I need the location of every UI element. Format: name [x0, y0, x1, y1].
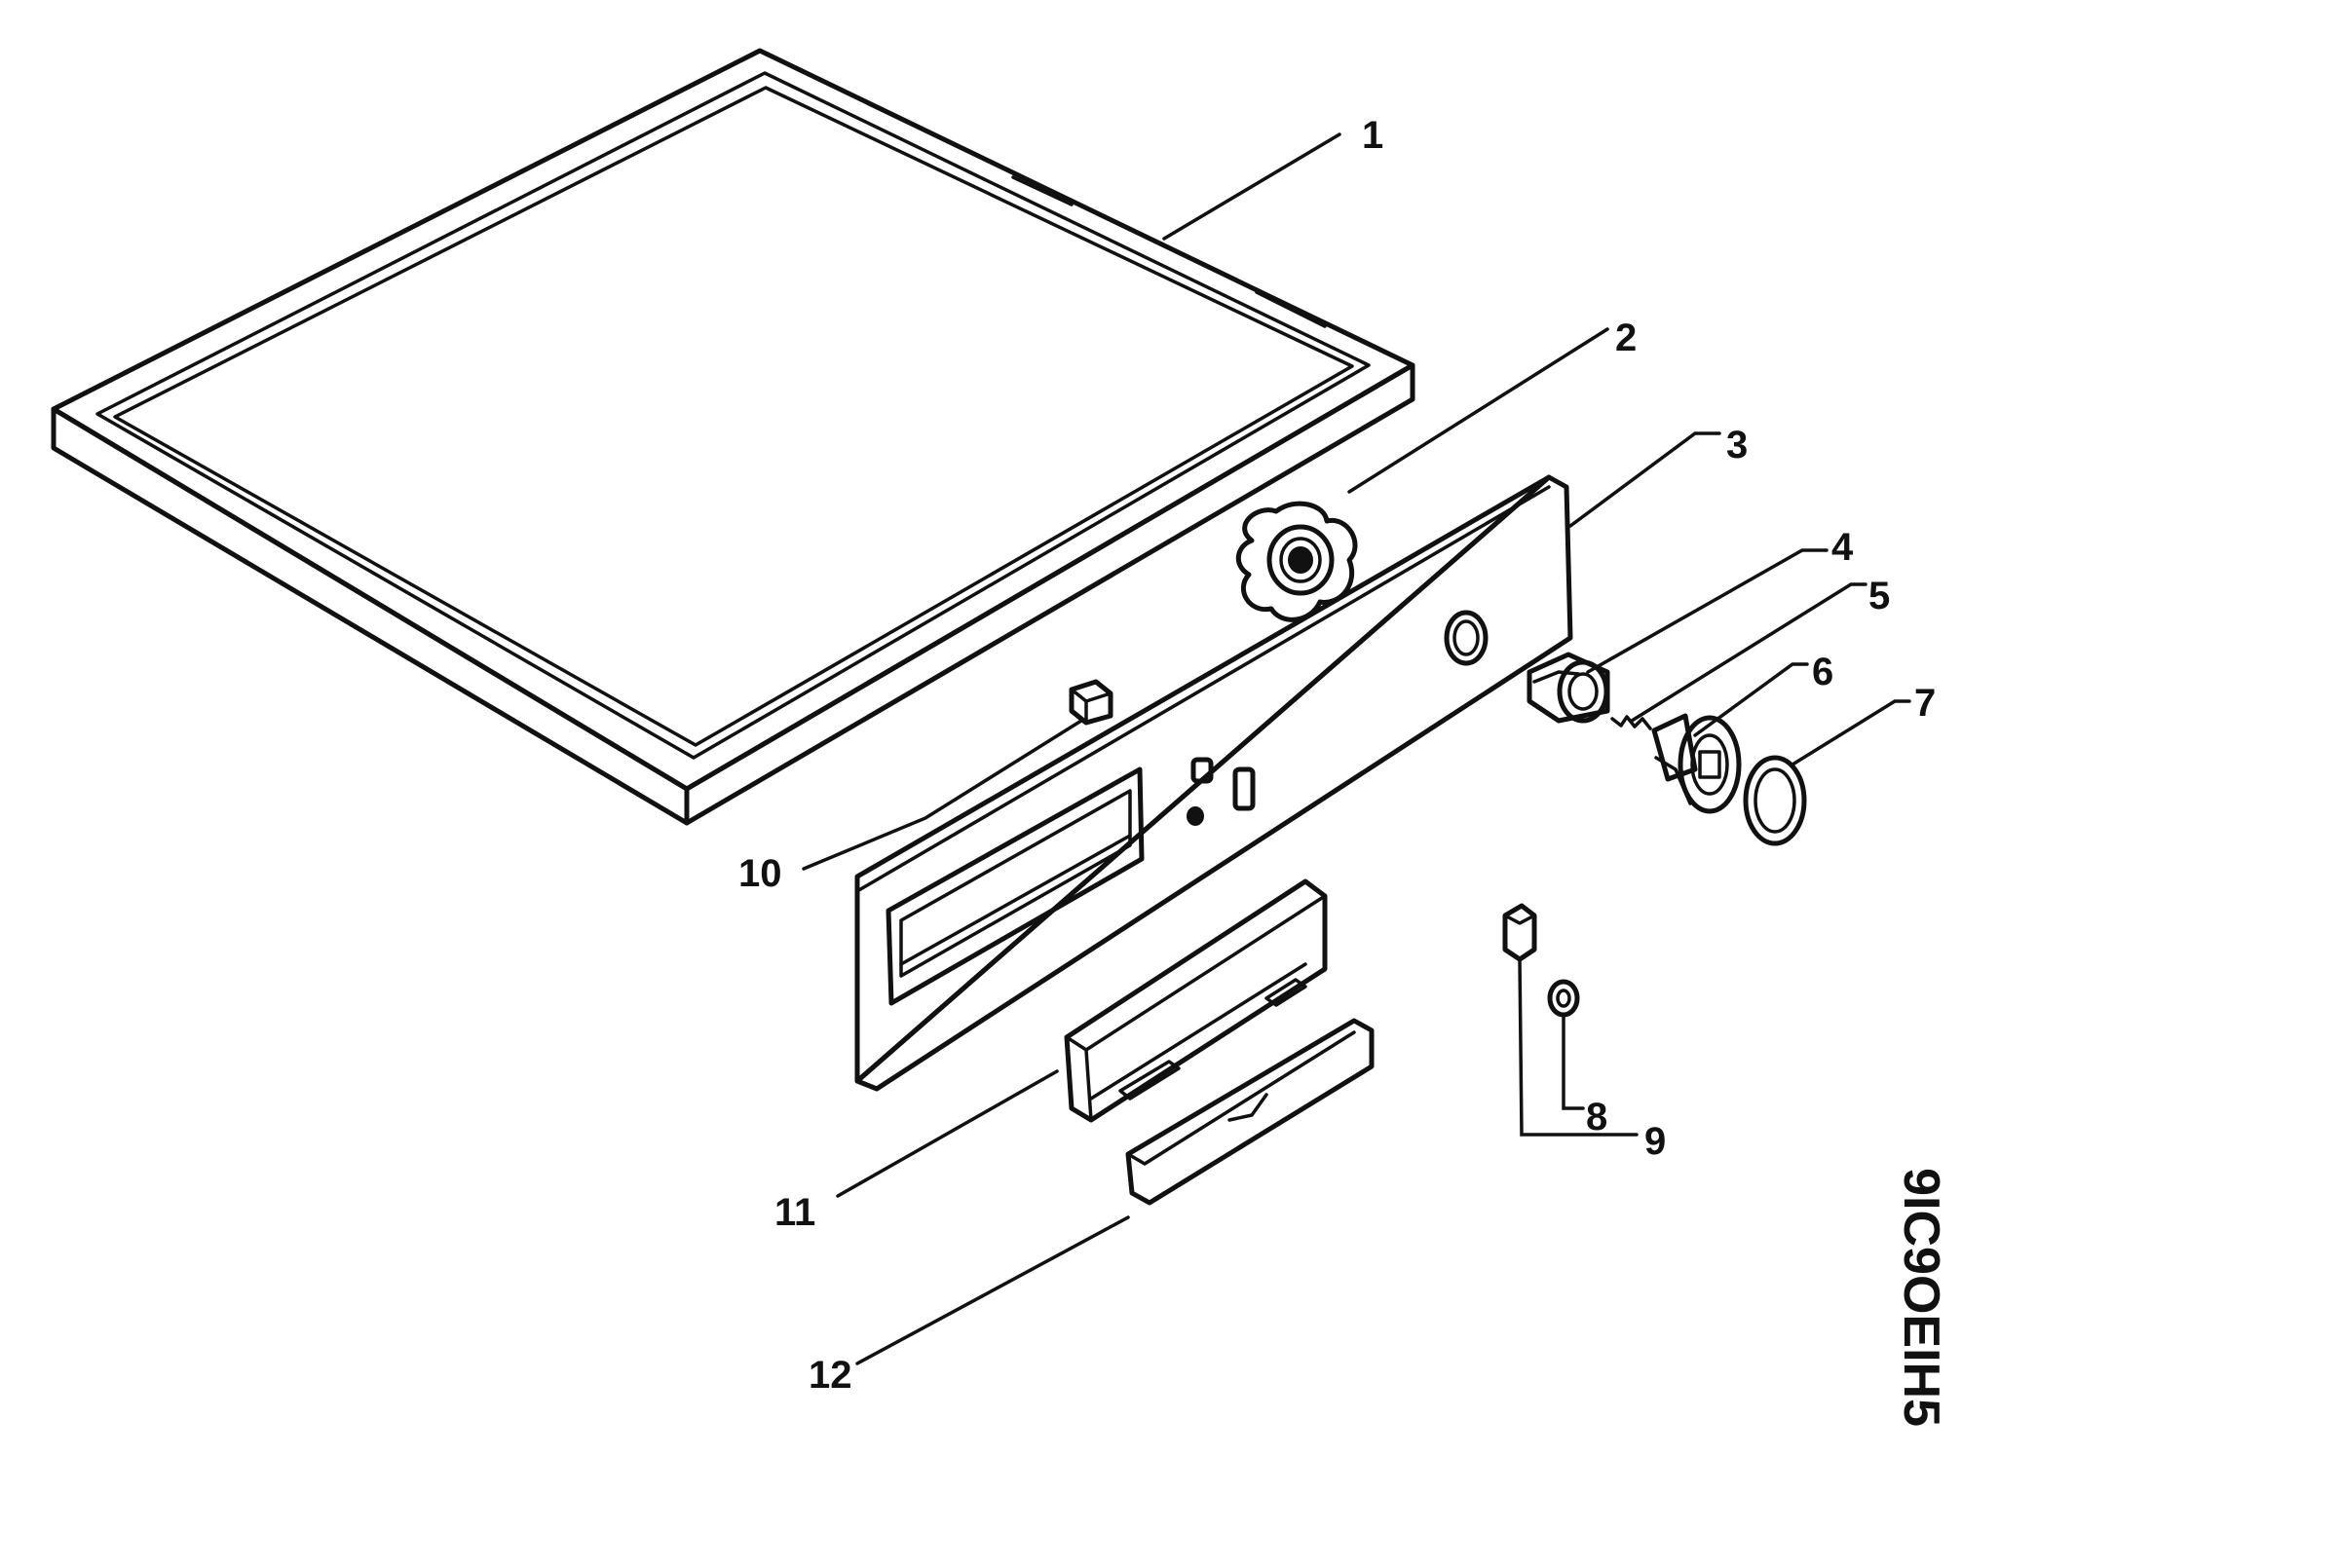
leader-7 — [1791, 699, 1911, 766]
callout-9: 9 — [1644, 1120, 1666, 1163]
part-11-drawer — [1064, 878, 1328, 1123]
callout-10: 10 — [738, 852, 782, 895]
part-5-spring — [1610, 715, 1652, 730]
callout-7: 7 — [1914, 682, 1936, 725]
part-1-worktop — [51, 48, 1415, 826]
callout-1: 1 — [1362, 114, 1383, 157]
leader-9 — [1518, 957, 1639, 1137]
callout-5: 5 — [1868, 575, 1890, 617]
part-6-lamp — [1651, 713, 1742, 814]
leader-2 — [1347, 327, 1609, 494]
callout-3: 3 — [1726, 424, 1748, 467]
callout-8: 8 — [1586, 1096, 1607, 1139]
callout-labels: 1 2 3 4 5 6 7 8 9 10 11 12 — [738, 114, 1936, 1397]
leader-11 — [836, 1069, 1059, 1198]
callout-11: 11 — [774, 1191, 815, 1234]
part-8-grommet — [1547, 979, 1580, 1018]
callout-4: 4 — [1831, 526, 1854, 569]
leader-lines — [802, 132, 1911, 1365]
part-9-bracket — [1502, 903, 1537, 962]
part-2-knob — [1236, 501, 1358, 622]
leader-6 — [1693, 662, 1809, 737]
leader-10 — [802, 719, 1083, 871]
leader-1 — [1162, 132, 1341, 241]
leader-4 — [1586, 548, 1829, 674]
callout-12: 12 — [809, 1354, 852, 1397]
figure-code: 9IC9OEIH5 — [1893, 1168, 1949, 1427]
part-3-control-panel — [854, 474, 1573, 1092]
leader-12 — [855, 1215, 1130, 1365]
leader-8 — [1562, 1013, 1585, 1110]
leader-5 — [1630, 582, 1867, 723]
part-4-lamp-holder — [1527, 652, 1610, 724]
callout-2: 2 — [1615, 317, 1637, 359]
callout-6: 6 — [1812, 651, 1833, 693]
leader-3 — [1568, 431, 1721, 528]
part-12-handle-strip — [1125, 1018, 1375, 1206]
part-10-clip — [1069, 679, 1113, 726]
part-7-ring — [1743, 755, 1807, 846]
